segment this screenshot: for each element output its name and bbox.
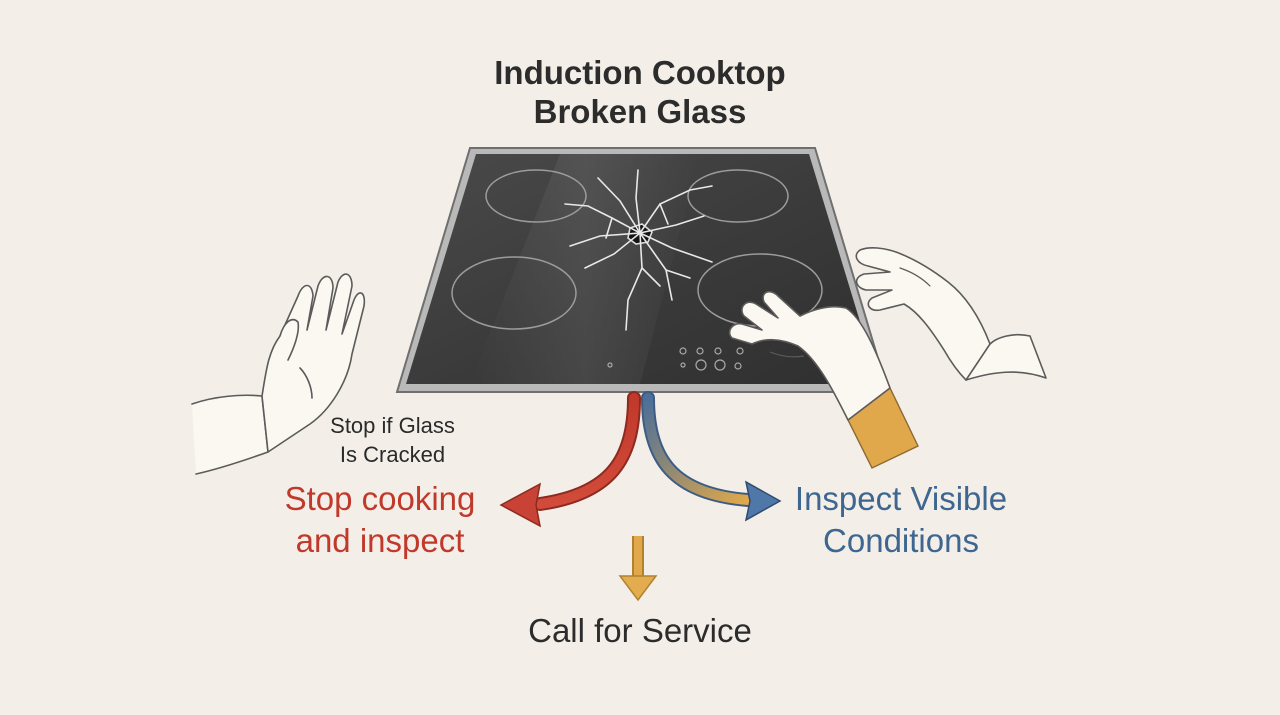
branch-call-service: Call for Service (528, 612, 752, 649)
title-line-2: Broken Glass (533, 92, 747, 130)
arrow-left (499, 482, 542, 528)
stop-hand-icon (191, 273, 366, 475)
arrow-down (618, 575, 658, 602)
inspect-line-1: Inspect Visible (794, 480, 1008, 517)
branch-inspect-conditions: Inspect Visible Conditions (776, 478, 1026, 562)
page-title: Induction Cooktop Broken Glass (440, 54, 840, 132)
arrow-right (744, 480, 782, 522)
touching-hand-icon (728, 290, 919, 469)
note-line-1: Stop if Glass (330, 413, 455, 438)
note-line-2: Is Cracked (339, 441, 446, 467)
stop-line-1: Stop cooking (284, 480, 476, 517)
branch-stop-cooking: Stop cooking and inspect (262, 478, 498, 562)
stop-line-2: and inspect (295, 522, 465, 560)
title-line-1: Induction Cooktop (494, 54, 786, 91)
crack-icon (564, 169, 713, 331)
raised-hand-icon (855, 247, 1047, 381)
warning-note: Stop if Glass Is Cracked (300, 412, 485, 469)
branch-arrows (499, 391, 782, 602)
inspect-line-2: Conditions (823, 522, 979, 560)
